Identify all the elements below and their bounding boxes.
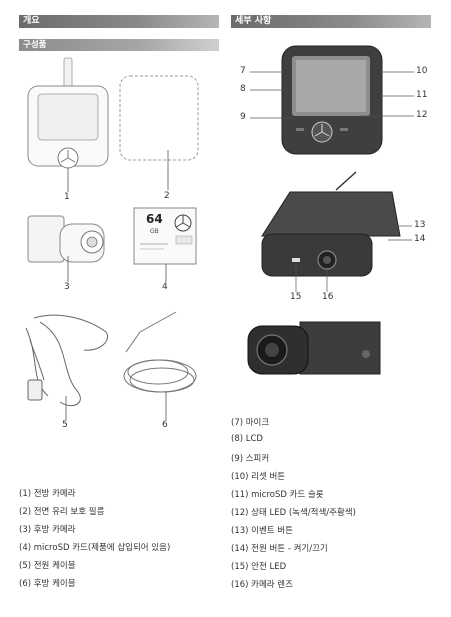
detail-label: (8) LCD <box>231 434 263 444</box>
component-label: (2) 전면 유리 보호 필름 <box>19 507 105 517</box>
overview-title: 개요 <box>23 16 40 26</box>
components-header: 구성품 <box>19 39 219 51</box>
detail-number-13: 13 <box>414 220 426 230</box>
component-label: (6) 후방 케이블 <box>19 579 76 589</box>
front-camera-detail-illustration <box>250 45 414 155</box>
front-camera-top-illustration <box>261 171 412 292</box>
component-label: (5) 전원 케이블 <box>19 561 76 571</box>
component-number-5: 5 <box>62 420 68 430</box>
rear-cable-illustration <box>123 311 197 420</box>
details-title: 세부 사항 <box>235 16 272 26</box>
component-number-3: 3 <box>64 282 70 292</box>
detail-number-15: 15 <box>290 292 302 302</box>
sd-card-unit: GB <box>150 228 159 235</box>
detail-label: (11) microSD 카드 슬롯 <box>231 490 324 500</box>
component-label: (1) 전방 카메라 <box>19 489 76 499</box>
details-header: 세부 사항 <box>231 15 431 28</box>
detail-label: (16) 카메라 렌즈 <box>231 580 293 590</box>
component-label: (3) 후방 카메라 <box>19 525 76 535</box>
front-camera-illustration <box>27 57 109 192</box>
power-cable-illustration <box>25 314 108 420</box>
detail-label: (15) 안전 LED <box>231 562 287 572</box>
detail-number-8: 8 <box>240 84 246 94</box>
detail-label: (9) 스피커 <box>231 454 270 464</box>
detail-label: (7) 마이크 <box>231 418 270 428</box>
rear-camera-detail-illustration <box>247 321 381 375</box>
component-number-1: 1 <box>64 192 70 202</box>
overview-header: 개요 <box>19 15 219 28</box>
detail-label: (14) 전원 버튼 - 켜기/끄기 <box>231 544 328 554</box>
component-number-6: 6 <box>162 420 168 430</box>
detail-number-11: 11 <box>416 90 428 100</box>
detail-number-10: 10 <box>416 66 428 76</box>
detail-label: (12) 상태 LED (녹색/적색/주황색) <box>231 508 356 518</box>
component-number-4: 4 <box>162 282 168 292</box>
rear-camera-illustration <box>27 215 105 282</box>
detail-label: (10) 리셋 버튼 <box>231 472 286 482</box>
components-title: 구성품 <box>23 40 47 50</box>
detail-number-7: 7 <box>240 66 246 76</box>
component-label: (4) microSD 카드(제품에 삽입되어 있음) <box>19 543 171 553</box>
detail-number-16: 16 <box>322 292 334 302</box>
detail-number-9: 9 <box>240 112 246 122</box>
microsd-card-illustration <box>133 207 197 282</box>
detail-number-12: 12 <box>416 110 428 120</box>
detail-number-14: 14 <box>414 234 426 244</box>
detail-label: (13) 이벤트 버튼 <box>231 526 293 536</box>
component-number-2: 2 <box>164 191 170 201</box>
windshield-film-illustration <box>119 75 199 190</box>
sd-card-capacity: 64 <box>146 212 163 226</box>
